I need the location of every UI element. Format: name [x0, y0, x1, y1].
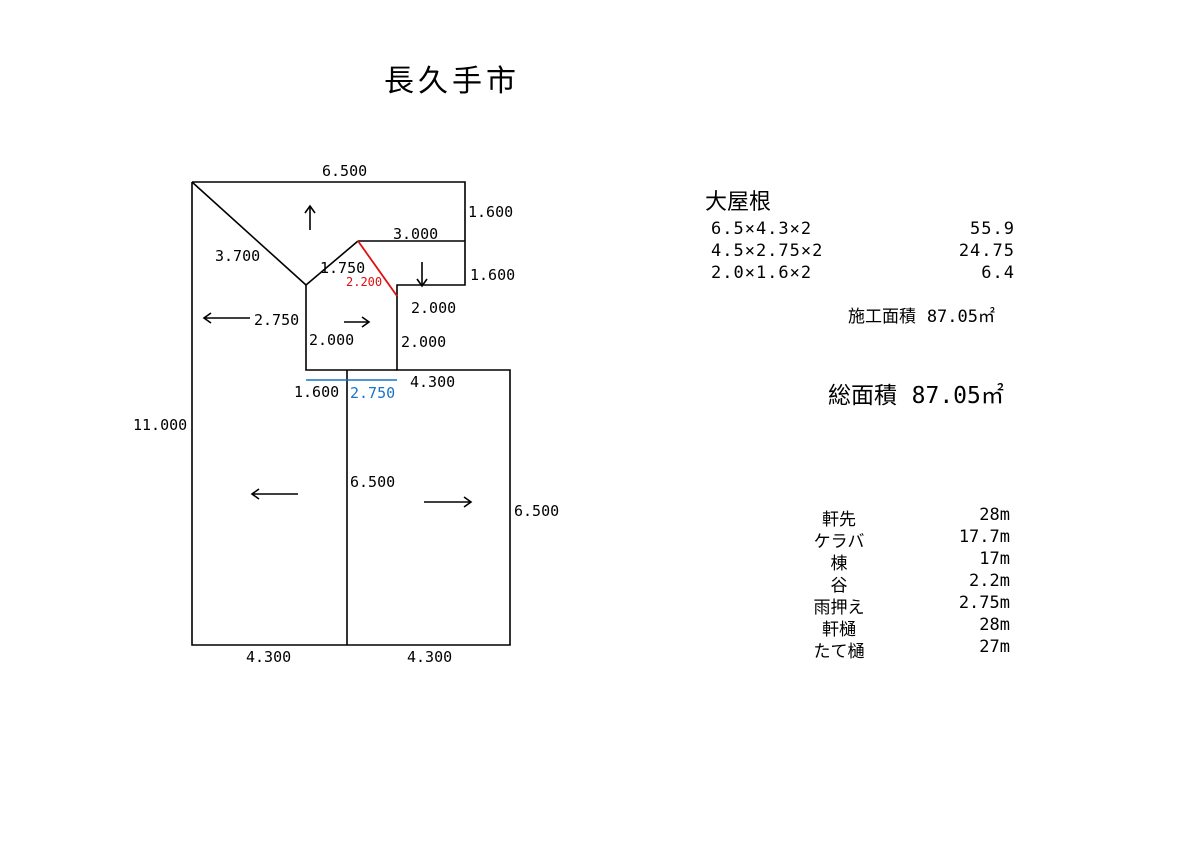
dim-step-right: 4.300 — [410, 373, 456, 391]
calc-value: 6.4 — [981, 263, 1015, 283]
dim-bottom-right: 4.300 — [407, 648, 453, 666]
dim-hip-diag: 3.700 — [215, 247, 261, 265]
dim-center-height: 6.500 — [350, 473, 396, 491]
arrow-left-icon — [250, 488, 298, 500]
dim-right-lower: 1.600 — [470, 266, 516, 284]
material-value: 27m — [979, 637, 1010, 657]
material-label: 棟 — [830, 554, 848, 574]
hip-line — [191, 181, 307, 286]
dim-inner-right-top: 2.000 — [411, 299, 457, 317]
construction-area-label: 施工面積 — [848, 307, 916, 327]
dim-inner-diag: 1.750 — [320, 259, 366, 277]
material-value: 17m — [979, 549, 1010, 569]
material-value: 28m — [979, 505, 1010, 525]
material-label: たて樋 — [813, 642, 865, 662]
valley-line — [357, 240, 398, 297]
dim-right-height: 6.500 — [514, 502, 560, 520]
material-label: 雨押え — [813, 598, 865, 618]
dim-inner-right: 2.000 — [401, 333, 447, 351]
slope-arrows — [202, 204, 473, 508]
dim-bottom-left: 4.300 — [246, 648, 292, 666]
dim-step-left: 1.600 — [294, 383, 340, 401]
material-value: 2.2m — [969, 571, 1010, 591]
calc-value: 55.9 — [970, 219, 1015, 239]
total-area-label: 総面積 — [828, 383, 897, 409]
page-title: 長久手市 — [384, 64, 520, 99]
inner-box — [305, 285, 397, 371]
calc-value: 24.75 — [958, 241, 1015, 261]
dim-inner-left: 2.000 — [309, 331, 355, 349]
material-label: 谷 — [830, 576, 848, 596]
arrow-right-icon — [344, 316, 371, 328]
arrow-up-icon — [304, 204, 316, 230]
dim-valley: 2.200 — [346, 275, 383, 289]
hip-line-2 — [305, 240, 359, 286]
calc-expr: 4.5×2.75×2 — [711, 241, 824, 261]
material-value: 17.7m — [958, 527, 1010, 547]
arrow-right-icon — [424, 496, 473, 508]
material-label: ケラバ — [813, 532, 865, 552]
dim-right-upper: 1.600 — [468, 203, 514, 221]
construction-area-value: 87.05㎡ — [926, 307, 995, 327]
total-area: 総面積 87.05㎡ — [828, 376, 1004, 410]
dim-left-mid: 2.750 — [254, 311, 300, 329]
total-area-value: 87.05㎡ — [911, 383, 1004, 409]
material-label: 軒樋 — [822, 620, 856, 640]
arrow-left-icon — [202, 312, 250, 324]
dim-top-width: 6.500 — [322, 162, 368, 180]
material-value: 2.75m — [958, 593, 1010, 613]
material-value: 28m — [979, 615, 1010, 635]
dim-inner-top: 3.000 — [393, 225, 439, 243]
construction-area: 施工面積 87.05㎡ — [848, 302, 995, 327]
dim-left-height: 11.000 — [133, 416, 188, 434]
calc-expr: 6.5×4.3×2 — [711, 219, 813, 239]
calc-expr: 2.0×1.6×2 — [711, 263, 813, 283]
material-label: 軒先 — [822, 510, 856, 530]
roof-heading: 大屋根 — [705, 190, 772, 215]
dim-flashing: 2.750 — [350, 384, 396, 402]
arrow-down-icon — [416, 262, 428, 288]
